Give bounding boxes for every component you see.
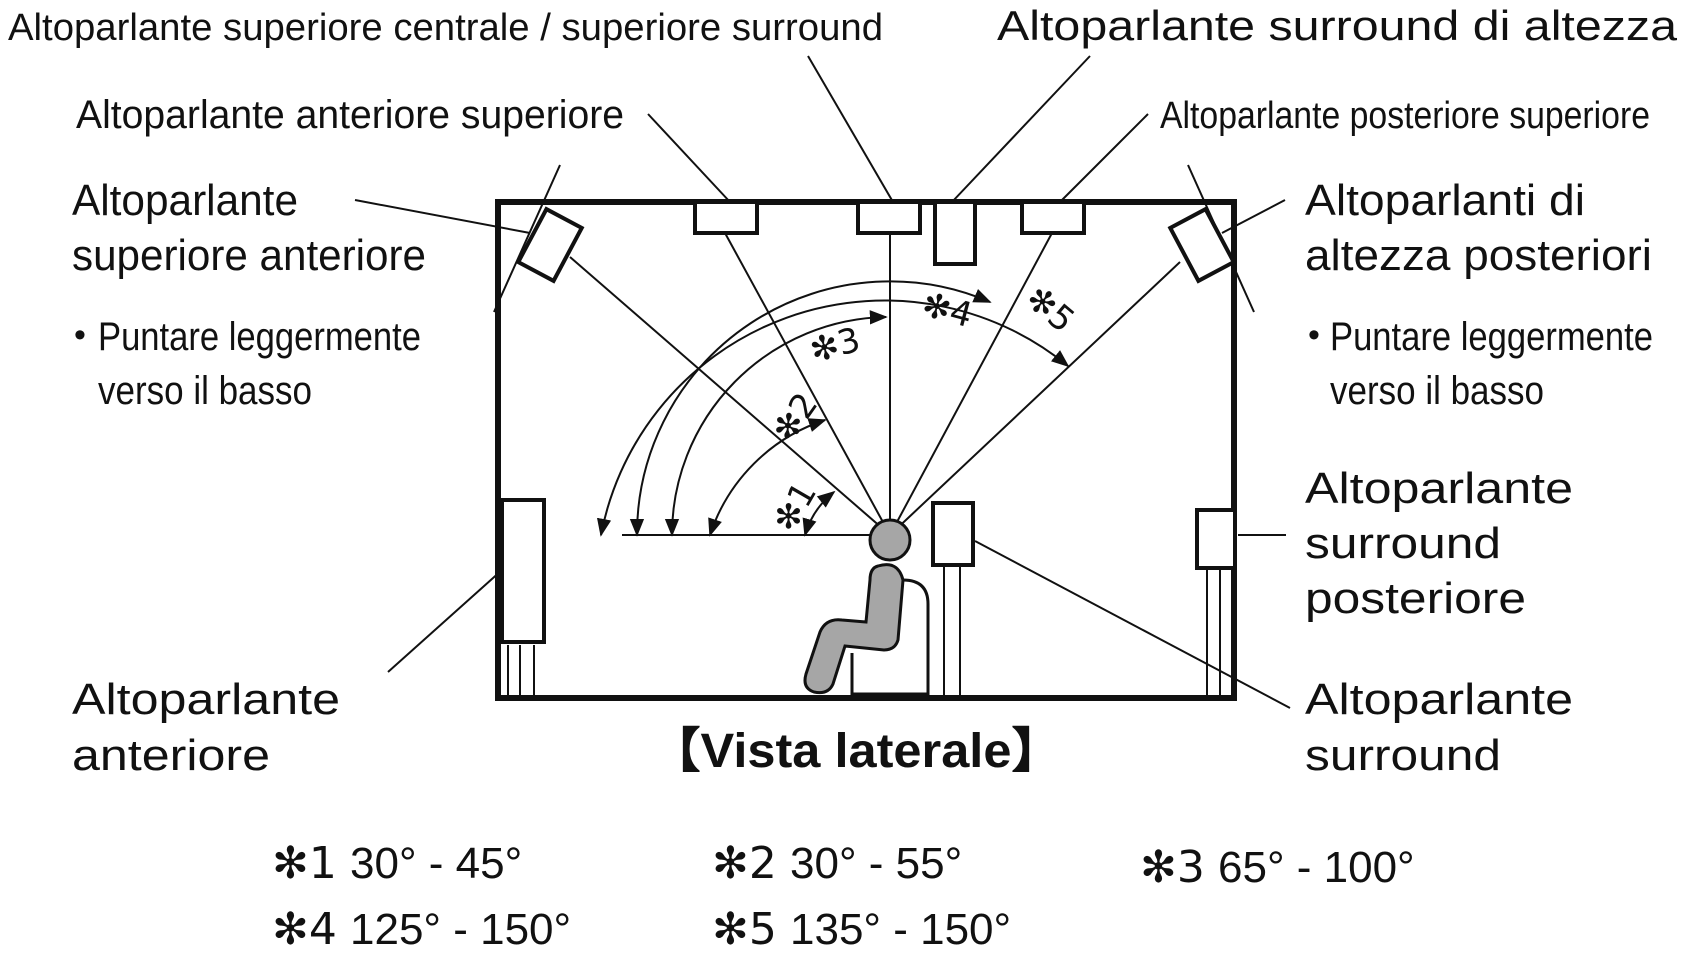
front-speaker [500,498,546,644]
label-front-line1: Altoparlante [72,675,340,724]
label-rear-height-line2: altezza posteriori [1305,231,1652,280]
label-surround-back-line1: Altoparlante [1305,464,1573,513]
legend-5-range: 135° - 150° [790,905,1011,954]
label-top-middle-surround-top: Altoparlante superiore centrale / superi… [8,7,883,49]
angle-sweep: ✻1 ✻2 ✻3 ✻4 ✻5 [569,232,1181,539]
mark-4: ✻4 [918,284,977,336]
listener-figure [803,518,930,696]
label-surround-line2: surround [1305,731,1501,780]
legend-3-range: 65° - 100° [1218,843,1415,892]
label-front-height-line2: superiore anteriore [72,231,426,280]
label-front-height-note-line1: Puntare leggermente [98,315,421,359]
rear-height-speaker [1167,206,1237,284]
label-rear-height-note-line2: verso il basso [1330,369,1544,413]
surround-height-speaker [933,200,977,266]
mark-2: ✻2 [765,386,827,450]
front-height-speaker [515,206,585,284]
leader-lines [354,55,1291,709]
legend-4-range: 125° - 150° [350,905,571,954]
speakers [500,200,1237,695]
arc-5 [597,299,1070,537]
label-surround-height: Altoparlante surround di altezza [997,2,1678,49]
legend-1-range: 30° - 45° [350,839,522,888]
surround-speaker [931,501,975,567]
mark-1: ✻1 [765,475,825,538]
front-top-speaker [693,200,759,235]
listener-head [868,518,912,562]
rear-top-speaker [1020,200,1086,235]
label-surround-back-line2: surround [1305,519,1501,568]
mark-3: ✻3 [806,320,865,372]
legend-5-mark: ✻5 [712,904,777,955]
label-front-line2: anteriore [72,731,270,780]
listener-body [803,563,905,695]
angle-legend: ✻1 30° - 45° ✻2 30° - 55° ✻3 65° - 100° … [272,838,1415,955]
label-front-height-note-line2: verso il basso [98,369,312,413]
top-middle-speaker [856,200,922,235]
surround-back-speaker [1195,508,1237,570]
legend-2-mark: ✻2 [712,838,777,889]
view-title: 【Vista laterale】 [650,725,1062,778]
label-front-top: Altoparlante anteriore superiore [76,93,624,137]
legend-4-mark: ✻4 [272,904,337,955]
bullet-front-height: • [74,316,86,354]
legend-1-mark: ✻1 [272,838,337,889]
listening-line-rear-top [889,232,1053,536]
label-rear-top: Altoparlante posteriore superiore [1160,95,1650,137]
chair [850,578,930,696]
mark-5: ✻5 [1018,278,1082,341]
label-front-height-line1: Altoparlante [72,176,298,225]
legend-2-range: 30° - 55° [790,839,962,888]
legend-3-mark: ✻3 [1140,842,1205,893]
label-rear-height-note-line1: Puntare leggermente [1330,315,1653,359]
label-rear-height-line1: Altoparlanti di [1305,176,1585,225]
bullet-rear-height: • [1308,316,1320,354]
label-surround-back-line3: posteriore [1305,574,1526,623]
label-surround-line1: Altoparlante [1305,675,1573,724]
